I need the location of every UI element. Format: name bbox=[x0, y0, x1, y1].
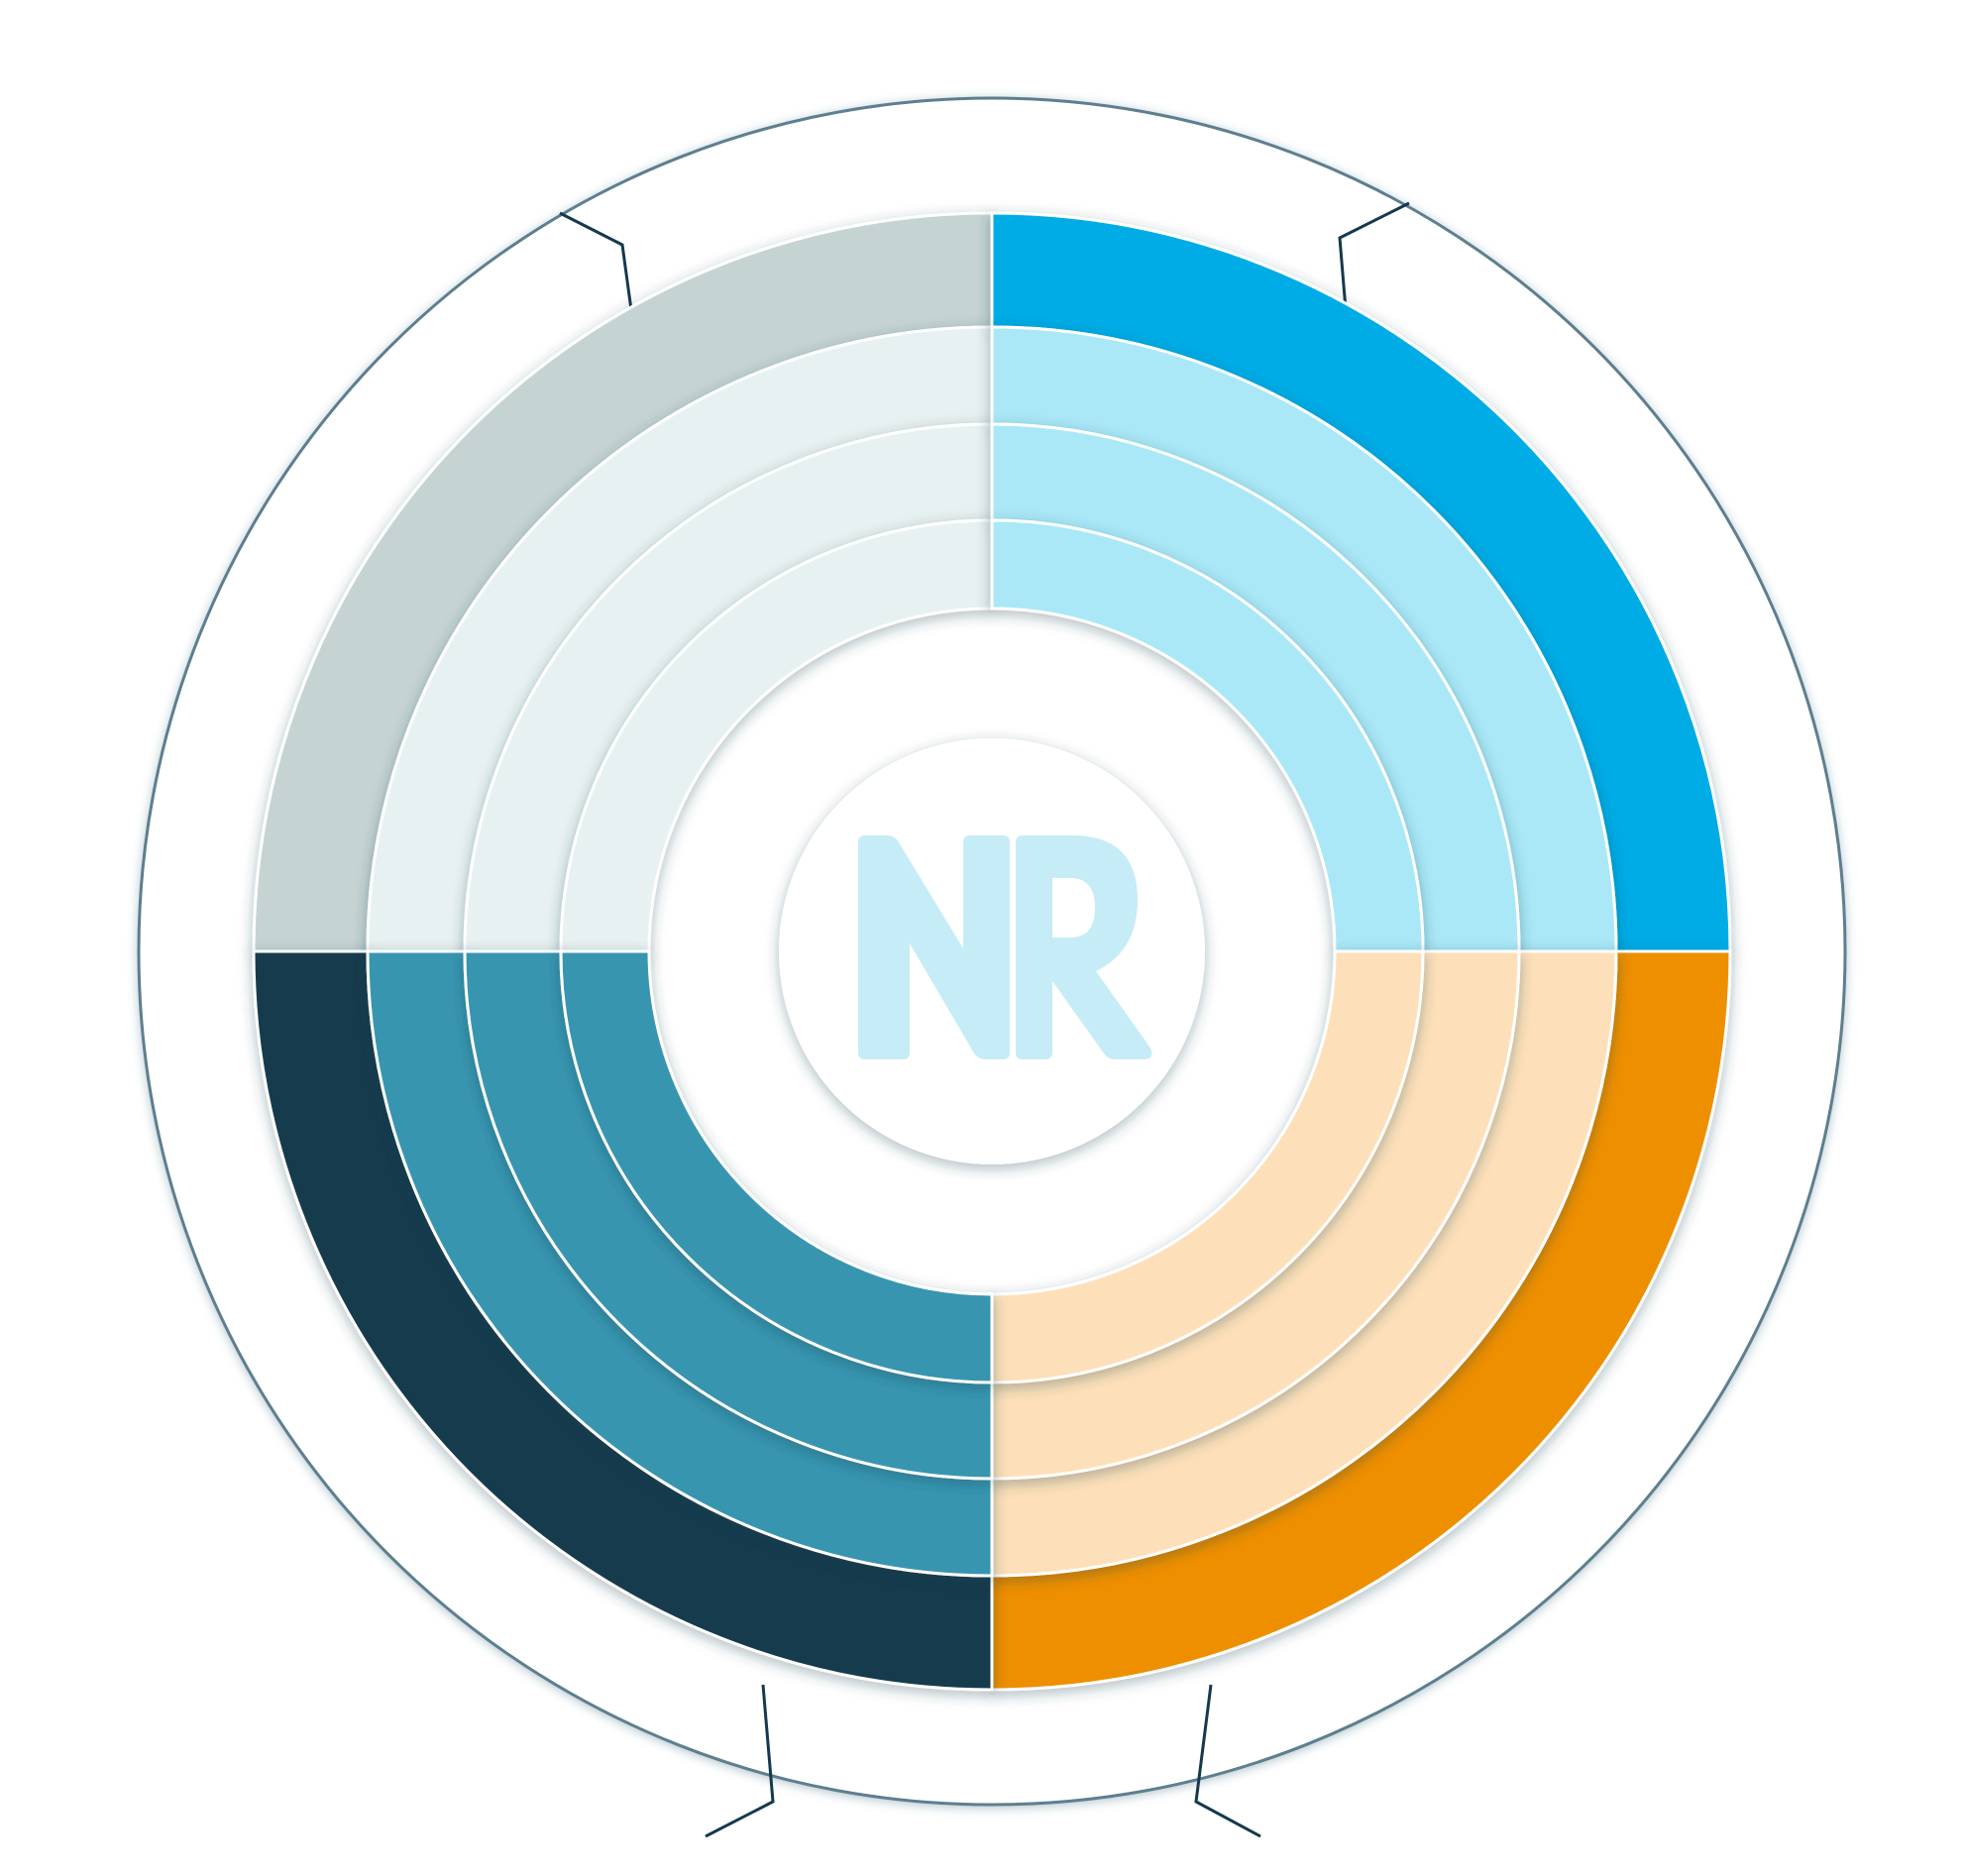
nr-logo bbox=[858, 835, 1152, 1059]
quadrant-bottom-right bbox=[990, 949, 1732, 1692]
connector-line-top-right bbox=[1338, 201, 1410, 310]
logo-letter-n bbox=[858, 835, 1010, 1059]
quadrant-bottom-left bbox=[252, 949, 994, 1692]
logo-letter-r bbox=[1016, 835, 1152, 1059]
connector-lines bbox=[559, 201, 1410, 1838]
connector-line-top-left bbox=[559, 211, 634, 318]
band-bottom-left-ring-1 bbox=[559, 949, 994, 1384]
connector-line-bottom-right bbox=[1194, 1684, 1261, 1838]
connector-line-bottom-left bbox=[705, 1684, 775, 1838]
